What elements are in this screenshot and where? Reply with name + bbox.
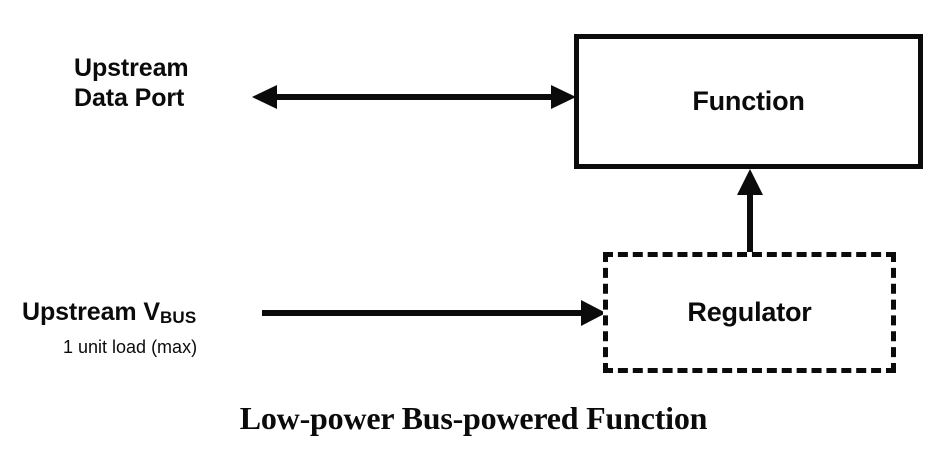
label-upstream-data-port: Upstream Data Port <box>74 54 189 113</box>
connector-data-port-link <box>252 85 576 109</box>
data-port-arrowhead-left <box>252 85 277 109</box>
label-upstream-data-port-line1: Upstream <box>74 54 189 82</box>
block-regulator: Regulator <box>603 252 896 373</box>
label-upstream-vbus-main: Upstream V <box>22 298 160 326</box>
label-upstream-data-port-line2: Data Port <box>74 83 185 112</box>
connector-regulator-power-link <box>737 169 763 255</box>
block-function: Function <box>574 34 923 169</box>
label-upstream-vbus-subscript: BUS <box>159 308 197 327</box>
block-regulator-label: Regulator <box>687 297 812 327</box>
connector-vbus-link <box>262 300 606 326</box>
regulator-power-arrowhead-up <box>737 169 763 195</box>
diagram-caption: Low-power Bus-powered Function <box>239 400 708 436</box>
data-port-arrowhead-right <box>551 85 576 109</box>
block-function-label: Function <box>692 86 805 116</box>
label-upstream-vbus: Upstream VBUS <box>22 298 196 328</box>
label-unit-load-note: 1 unit load (max) <box>63 337 198 357</box>
